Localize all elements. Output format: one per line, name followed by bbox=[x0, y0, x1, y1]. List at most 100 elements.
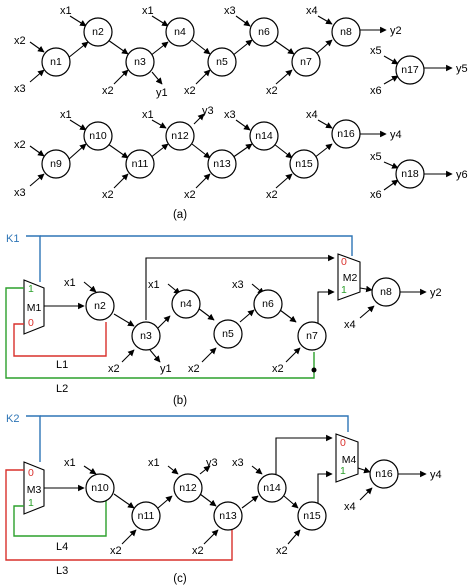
svg-text:n3: n3 bbox=[134, 56, 146, 68]
mux-m2-select-0: 0 bbox=[341, 256, 347, 268]
svg-text:n13: n13 bbox=[213, 158, 231, 170]
svg-text:n8: n8 bbox=[340, 26, 352, 38]
input-x3: x3 bbox=[232, 279, 244, 291]
node-n17: n17 bbox=[395, 55, 425, 85]
node-n2: n2 bbox=[83, 17, 113, 47]
node-n13: n13 bbox=[207, 149, 237, 179]
mux-m2 bbox=[337, 253, 361, 301]
svg-text:n5: n5 bbox=[222, 328, 234, 340]
svg-text:n16: n16 bbox=[375, 468, 393, 480]
node-n1: n1 bbox=[41, 47, 71, 77]
input-x3: x3 bbox=[224, 5, 236, 17]
svg-text:n7: n7 bbox=[300, 56, 312, 68]
node-n12: n12 bbox=[165, 121, 195, 151]
svg-text:n15: n15 bbox=[303, 510, 321, 522]
node-n10: n10 bbox=[83, 121, 113, 151]
input-x1: x1 bbox=[60, 5, 72, 17]
caption-a: (a) bbox=[173, 209, 187, 221]
node-n9: n9 bbox=[41, 149, 71, 179]
input-x2: x2 bbox=[108, 363, 120, 375]
mux-m1-label: M1 bbox=[27, 302, 42, 314]
mux-m2-label: M2 bbox=[343, 272, 358, 284]
output-y4: y4 bbox=[430, 469, 442, 481]
node-n4: n4 bbox=[165, 17, 195, 47]
output-y1: y1 bbox=[160, 363, 172, 375]
svg-text:n12: n12 bbox=[171, 130, 189, 142]
output-y1: y1 bbox=[156, 87, 168, 99]
mux-m3-select-1: 1 bbox=[28, 497, 34, 509]
node-n18: n18 bbox=[395, 159, 425, 189]
node-n16: n16 bbox=[369, 459, 399, 489]
node-n14: n14 bbox=[249, 121, 279, 151]
svg-text:n9: n9 bbox=[50, 158, 62, 170]
svg-text:n4: n4 bbox=[180, 298, 192, 310]
loop-l4-label: L4 bbox=[56, 541, 68, 553]
node-n6: n6 bbox=[249, 17, 279, 47]
loop-l2-label: L2 bbox=[56, 383, 68, 395]
input-x5: x5 bbox=[370, 151, 382, 163]
input-x3: x3 bbox=[14, 187, 26, 199]
loop-l1-label: L1 bbox=[56, 359, 68, 371]
key-k1: K1 bbox=[6, 233, 19, 245]
key-k2: K2 bbox=[6, 413, 19, 425]
input-x1: x1 bbox=[142, 5, 154, 17]
input-x3: x3 bbox=[224, 109, 236, 121]
input-x2: x2 bbox=[188, 363, 200, 375]
output-y2: y2 bbox=[430, 287, 442, 299]
svg-text:n18: n18 bbox=[401, 168, 419, 180]
input-x2: x2 bbox=[272, 363, 284, 375]
mux-m4-select-0: 0 bbox=[340, 437, 346, 449]
panel-c: K2 0 M3 1 0 M4 1 bbox=[5, 413, 442, 585]
input-x3: x3 bbox=[232, 457, 244, 469]
node-n14: n14 bbox=[257, 473, 287, 503]
output-y3: y3 bbox=[206, 457, 218, 469]
node-n3: n3 bbox=[125, 47, 155, 77]
svg-text:n14: n14 bbox=[255, 130, 273, 142]
node-n7: n7 bbox=[297, 321, 327, 351]
mux-m3 bbox=[23, 461, 45, 515]
node-n5: n5 bbox=[207, 47, 237, 77]
svg-text:n10: n10 bbox=[89, 130, 107, 142]
svg-text:n10: n10 bbox=[91, 482, 109, 494]
svg-text:n16: n16 bbox=[337, 128, 355, 140]
input-x4: x4 bbox=[344, 501, 356, 513]
mux-m1 bbox=[23, 279, 45, 335]
input-x4: x4 bbox=[306, 5, 318, 17]
node-n3: n3 bbox=[131, 321, 161, 351]
svg-text:n11: n11 bbox=[138, 510, 155, 522]
input-x2: x2 bbox=[110, 545, 122, 557]
input-x2: x2 bbox=[14, 35, 26, 47]
output-y5: y5 bbox=[456, 63, 468, 75]
svg-text:n7: n7 bbox=[306, 330, 318, 342]
input-x2: x2 bbox=[266, 189, 278, 201]
input-x1: x1 bbox=[64, 277, 76, 289]
svg-text:n12: n12 bbox=[179, 482, 197, 494]
node-n5: n5 bbox=[213, 319, 243, 349]
node-n13: n13 bbox=[213, 501, 243, 531]
node-n11: n11 bbox=[131, 501, 161, 531]
mux-m4-select-1: 1 bbox=[340, 465, 346, 477]
mux-m1-select-0: 0 bbox=[28, 317, 34, 329]
input-x1: x1 bbox=[64, 457, 76, 469]
output-y4: y4 bbox=[390, 129, 402, 141]
loop-l3-label: L3 bbox=[56, 565, 68, 577]
node-n4: n4 bbox=[171, 289, 201, 319]
svg-text:n6: n6 bbox=[262, 298, 274, 310]
svg-text:n8: n8 bbox=[380, 286, 392, 298]
svg-text:n3: n3 bbox=[140, 330, 152, 342]
svg-text:n6: n6 bbox=[258, 26, 270, 38]
svg-text:n5: n5 bbox=[216, 56, 228, 68]
mux-m4 bbox=[335, 433, 359, 483]
output-y2: y2 bbox=[390, 25, 402, 37]
node-n11: n11 bbox=[125, 149, 155, 179]
panel-b: K1 1 M1 0 0 M2 1 bbox=[5, 233, 442, 407]
output-y6: y6 bbox=[456, 169, 468, 181]
input-x6: x6 bbox=[370, 189, 382, 201]
node-n15: n15 bbox=[297, 501, 327, 531]
input-x2: x2 bbox=[102, 189, 114, 201]
node-n6: n6 bbox=[253, 289, 283, 319]
input-x3: x3 bbox=[14, 83, 26, 95]
input-x4: x4 bbox=[306, 109, 318, 121]
node-n12: n12 bbox=[173, 473, 203, 503]
